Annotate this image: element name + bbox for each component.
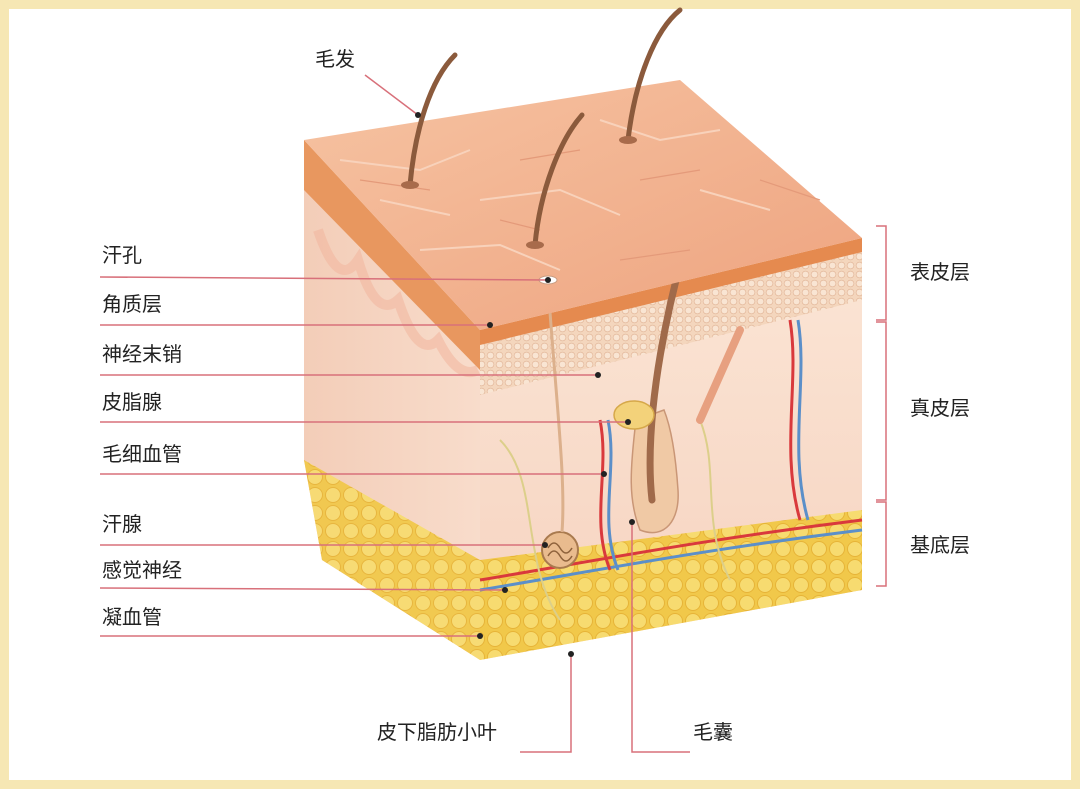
label-sebaceous-gland: 皮脂腺 xyxy=(102,390,162,414)
label-sweat-gland: 汗腺 xyxy=(102,512,142,536)
top-face xyxy=(304,80,862,330)
label-sweat-pore: 汗孔 xyxy=(102,243,142,267)
label-sensory-nerve: 感觉神经 xyxy=(102,558,182,582)
front-face xyxy=(479,136,863,660)
label-blood-vessel: 凝血管 xyxy=(102,605,162,629)
label-epidermis: 表皮层 xyxy=(910,260,970,284)
label-dermis: 真皮层 xyxy=(910,396,970,420)
label-nerve-ending: 神经末销 xyxy=(102,342,182,366)
leader-lines xyxy=(99,74,887,753)
label-hair: 毛发 xyxy=(315,47,355,71)
hairs xyxy=(401,7,683,249)
label-capillary: 毛细血管 xyxy=(102,442,182,466)
label-stratum-corneum: 角质层 xyxy=(102,292,162,316)
label-hypodermis: 基底层 xyxy=(910,533,970,557)
label-fat-lobule: 皮下脂肪小叶 xyxy=(377,720,497,744)
leader-dots xyxy=(415,112,635,657)
label-hair-follicle: 毛囊 xyxy=(693,720,733,744)
left-face xyxy=(304,140,481,660)
